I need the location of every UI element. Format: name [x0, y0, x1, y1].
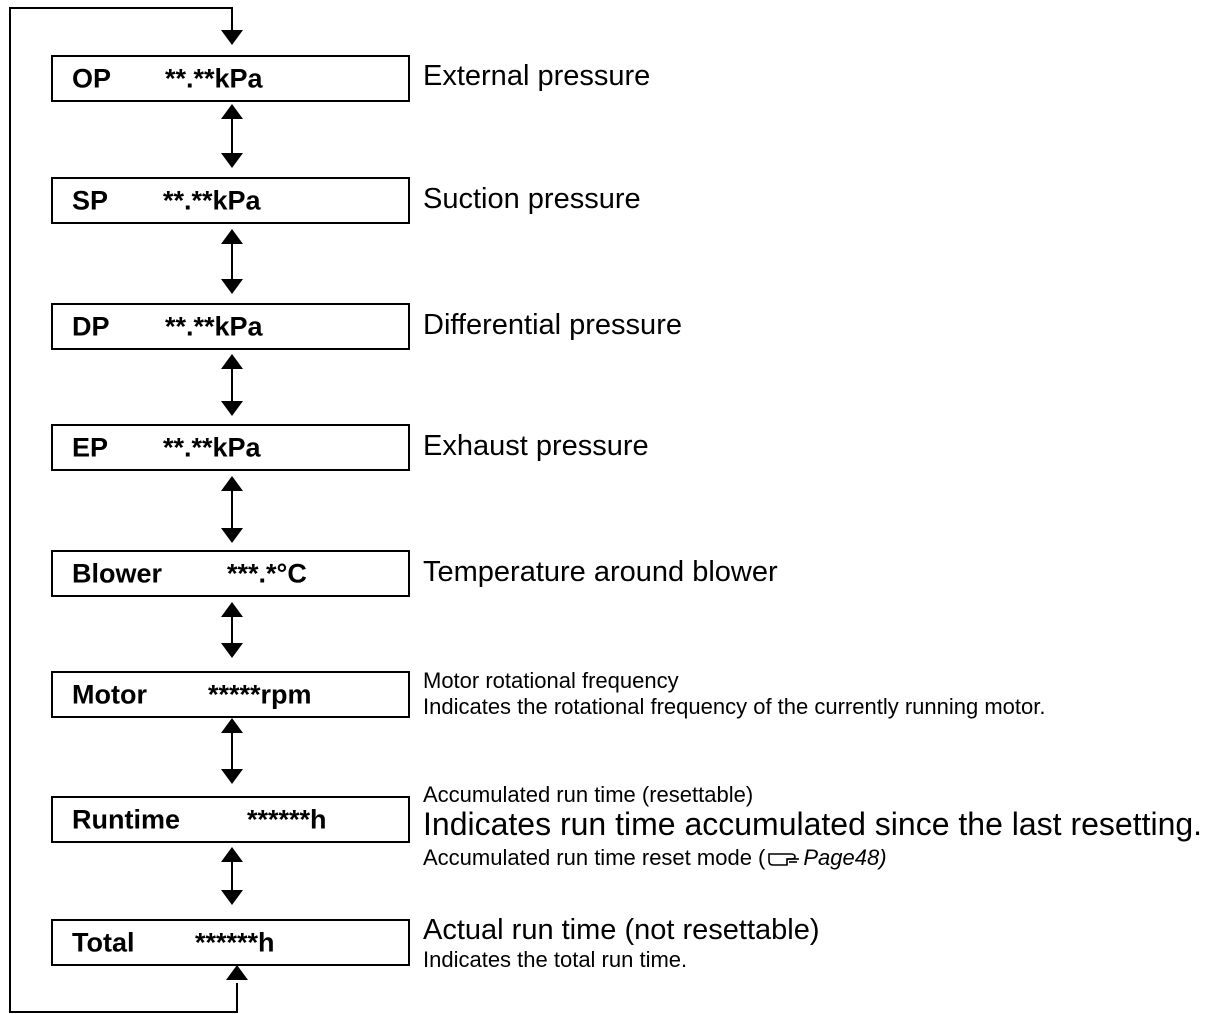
desc-motor: Motor rotational frequency Indicates the…: [423, 669, 1045, 718]
item-value: **.**kPa: [163, 185, 261, 215]
item-code: Runtime: [72, 804, 180, 834]
desc-dp: Differential pressure: [423, 309, 682, 341]
desc-blower: Temperature around blower: [423, 556, 778, 588]
arrow-up-head: [221, 847, 243, 862]
arrow-down-head: [221, 30, 243, 45]
display-box-motor: Motor *****rpm: [51, 671, 410, 718]
arrow-up-head: [221, 718, 243, 733]
desc-line: Temperature around blower: [423, 556, 778, 588]
arrow-up-head: [221, 476, 243, 491]
arrow-down-head: [221, 401, 243, 416]
item-value: ******h: [247, 804, 327, 834]
item-value: ******h: [195, 927, 275, 957]
item-code: Total: [72, 927, 135, 957]
desc-line: Exhaust pressure: [423, 430, 649, 462]
arrow-down-head: [221, 769, 243, 784]
item-value: *****rpm: [208, 679, 312, 709]
desc-line: Indicates the rotational frequency of th…: [423, 694, 1046, 720]
display-box-total: Total ******h: [51, 919, 410, 966]
arrow-down-head: [221, 643, 243, 658]
desc-line: Indicates run time accumulated since the…: [423, 806, 1203, 843]
arrow-up-head: [221, 229, 243, 244]
item-code: DP: [72, 311, 110, 341]
loop-back-line: [9, 7, 238, 1013]
display-box-sp: SP **.**kPa: [51, 177, 410, 224]
item-code: EP: [72, 432, 109, 462]
desc-ep: Exhaust pressure: [423, 430, 649, 462]
display-box-op: OP **.**kPa: [51, 55, 410, 102]
item-code: OP: [72, 63, 112, 93]
item-value: **.**kPa: [163, 432, 261, 462]
desc-total: Actual run time (not resettable) Indicat…: [423, 915, 820, 972]
arrow-down-head: [221, 528, 243, 543]
desc-line: External pressure: [423, 60, 651, 92]
item-value: ***.*°C: [227, 558, 307, 588]
item-code: SP: [72, 185, 109, 215]
item-value: **.**kPa: [165, 63, 263, 93]
arrow-down-head: [221, 279, 243, 294]
reference-suffix: ): [879, 844, 887, 870]
arrow-up-head: [226, 965, 248, 980]
reference-prefix: Accumulated run time reset mode (: [423, 844, 766, 870]
arrow-down-head: [221, 153, 243, 168]
desc-line: Motor rotational frequency: [423, 668, 679, 693]
reference-line: Accumulated run time reset mode ( Page48): [423, 846, 1202, 869]
item-code: Motor: [72, 679, 147, 709]
desc-line: Actual run time (not resettable): [423, 914, 820, 946]
arrow-up-head: [221, 354, 243, 369]
desc-op: External pressure: [423, 60, 651, 92]
desc-line: Indicates the total run time.: [423, 947, 688, 973]
arrow-up-head: [221, 104, 243, 119]
desc-sp: Suction pressure: [423, 183, 641, 215]
desc-line: Differential pressure: [423, 309, 682, 341]
arrow-down-head: [221, 890, 243, 905]
desc-runtime: Accumulated run time (resettable) Indica…: [423, 783, 1202, 869]
arrow-up-head: [221, 602, 243, 617]
display-box-ep: EP **.**kPa: [51, 424, 410, 471]
desc-line: Accumulated run time (resettable): [423, 782, 754, 807]
display-box-runtime: Runtime ******h: [51, 796, 410, 843]
display-box-blower: Blower ***.*°C: [51, 550, 410, 597]
pointing-hand-icon: [768, 852, 800, 866]
item-code: Blower: [72, 558, 163, 588]
desc-line: Suction pressure: [423, 183, 641, 215]
item-value: **.**kPa: [165, 311, 263, 341]
page-reference-link[interactable]: Page48: [803, 844, 880, 870]
display-box-dp: DP **.**kPa: [51, 303, 410, 350]
